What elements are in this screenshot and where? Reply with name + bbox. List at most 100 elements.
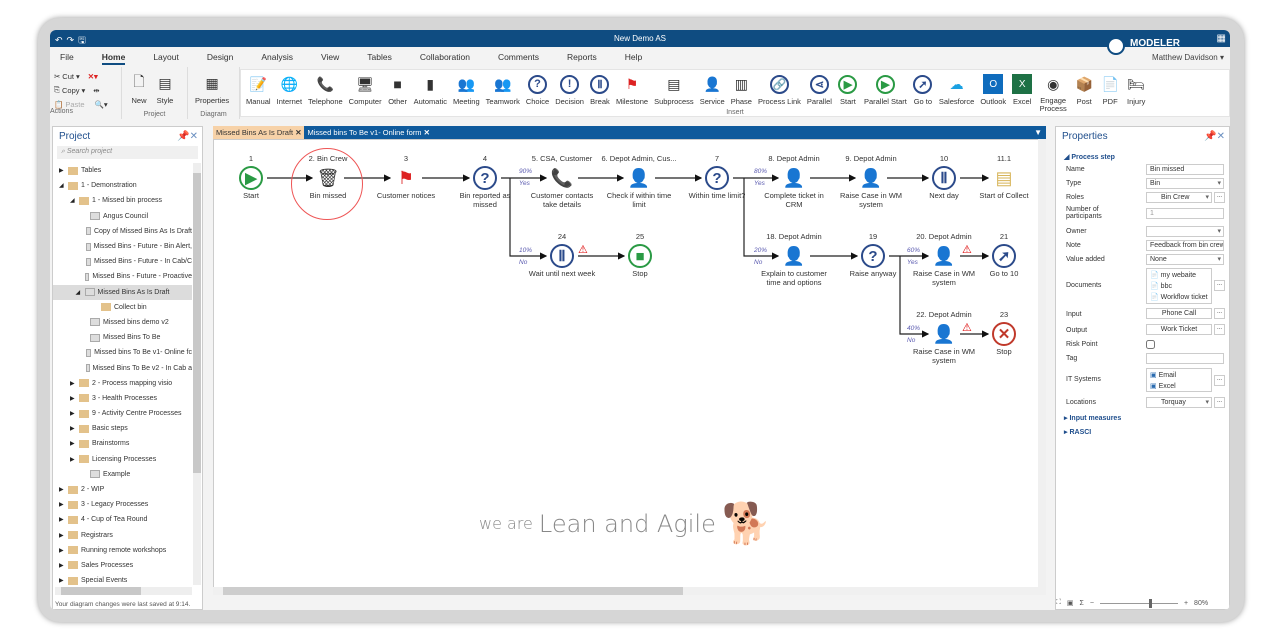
insert-milestone-button[interactable]: ⚑Milestone: [616, 70, 648, 107]
tree-item[interactable]: Collect bin: [53, 300, 192, 315]
process-step[interactable]: 6. Depot Admin, Cus...👤Check if within t…: [589, 154, 689, 209]
expand-arrow-icon[interactable]: ▶: [59, 578, 64, 585]
tree-item[interactable]: Missed bins demo v2: [53, 315, 192, 330]
menu-design[interactable]: Design: [206, 52, 234, 62]
paste-button[interactable]: 📋 Paste 🔍▾: [54, 99, 108, 109]
canvas-vertical-scrollbar[interactable]: [1038, 139, 1046, 587]
process-step[interactable]: 20. Depot Admin👤Raise Case in WM system: [894, 232, 994, 287]
insert-decision-button[interactable]: !Decision: [555, 70, 584, 106]
insert-telephone-button[interactable]: 📞Telephone: [308, 70, 343, 107]
tree-item[interactable]: ▶2 - Process mapping visio: [53, 376, 192, 391]
locations-select[interactable]: Torquay: [1146, 397, 1212, 408]
menu-layout[interactable]: Layout: [153, 52, 179, 62]
tree-item[interactable]: ◢Missed Bins As Is Draft: [53, 284, 192, 300]
menu-analysis[interactable]: Analysis: [261, 52, 293, 62]
menu-help[interactable]: Help: [624, 52, 643, 62]
expand-arrow-icon[interactable]: ▶: [59, 168, 64, 175]
process-step[interactable]: 7?Within time limit?: [667, 154, 767, 200]
delete-icon[interactable]: ✕▾: [87, 71, 98, 81]
tree-item[interactable]: ▶4 - Cup of Tea Round: [53, 512, 192, 527]
process-step[interactable]: 18. Depot Admin👤Explain to customer time…: [744, 232, 844, 287]
style-button[interactable]: ▤Style: [155, 69, 175, 106]
output-more-button[interactable]: ...: [1214, 324, 1225, 335]
insert-go-to-button[interactable]: ➚Go to: [913, 70, 933, 106]
insert-start-button[interactable]: ▶Start: [838, 70, 858, 106]
insert-manual-button[interactable]: 📝Manual: [246, 70, 271, 107]
tab-2[interactable]: Missed bins To Be v1- Online form ✕: [304, 126, 432, 139]
expand-arrow-icon[interactable]: ▶: [59, 502, 64, 509]
tree-item[interactable]: ▶9 - Activity Centre Processes: [53, 406, 192, 421]
pin-close-icons[interactable]: 📌✕: [177, 131, 198, 142]
insert-parallel-start-button[interactable]: ▶Parallel Start: [864, 70, 907, 106]
insert-internet-button[interactable]: 🌐Internet: [277, 70, 302, 107]
process-step[interactable]: 23✕Stop: [954, 310, 1045, 356]
process-step[interactable]: 2. Bin Crew🗑Bin missed: [278, 154, 378, 200]
expand-arrow-icon[interactable]: ▶: [70, 411, 75, 418]
owner-select[interactable]: [1146, 226, 1224, 237]
tree-item[interactable]: ▶Brainstorms: [53, 436, 192, 451]
new-button[interactable]: 🗋New: [129, 69, 149, 105]
insert-choice-button[interactable]: ?Choice: [526, 70, 549, 106]
section-input-measures[interactable]: ▸ Input measures: [1064, 415, 1122, 422]
name-field[interactable]: Bin missed: [1146, 164, 1224, 175]
properties-button[interactable]: ▦Properties: [195, 69, 229, 106]
insert-phase-button[interactable]: ▥Phase: [731, 70, 752, 107]
tree-horizontal-scrollbar[interactable]: [55, 587, 192, 595]
process-step[interactable]: 3⚑Customer notices: [356, 154, 456, 200]
locations-more-button[interactable]: ...: [1214, 397, 1225, 408]
insert-teamwork-button[interactable]: 👥Teamwork: [486, 70, 520, 107]
output-field[interactable]: Work Ticket: [1146, 324, 1212, 335]
process-step[interactable]: 21➚Go to 10: [954, 232, 1045, 278]
copy-button[interactable]: ⎘ Copy ▾ ⇹: [54, 85, 100, 95]
insert-parallel-button[interactable]: ⋖Parallel: [807, 70, 832, 106]
tree-item[interactable]: Copy of Missed Bins As Is Draft: [53, 224, 192, 239]
insert-other-button[interactable]: ■Other: [388, 70, 408, 106]
insert-computer-button[interactable]: 🖥Computer: [349, 70, 382, 107]
insert-post-button[interactable]: 📦Post: [1074, 70, 1094, 107]
insert-meeting-button[interactable]: 👥Meeting: [453, 70, 480, 107]
process-step[interactable]: 9. Depot Admin👤Raise Case in WM system: [821, 154, 921, 209]
expand-arrow-icon[interactable]: ▶: [59, 517, 64, 524]
roles-more-button[interactable]: ...: [1214, 192, 1225, 203]
documents-list[interactable]: 📄 my webaite📄 bbc📄 Workflow ticket: [1146, 268, 1212, 304]
expand-arrow-icon[interactable]: ▶: [70, 426, 75, 433]
zoom-slider[interactable]: [1099, 598, 1178, 608]
note-field[interactable]: Feedback from bin crew: [1146, 240, 1224, 251]
apps-grid-icon[interactable]: ▦: [1216, 33, 1226, 44]
section-process-step[interactable]: ◢ Process step: [1064, 154, 1115, 161]
menu-tables[interactable]: Tables: [367, 52, 392, 62]
zoom-in-button[interactable]: +: [1183, 599, 1189, 607]
close-tab-icon[interactable]: ✕: [421, 128, 430, 137]
cut-button[interactable]: ✂ Cut ▾ ✕▾: [54, 71, 98, 81]
tree-item[interactable]: ▶Licensing Processes: [53, 452, 192, 467]
menu-home[interactable]: Home: [101, 48, 126, 65]
pin-close-icons[interactable]: 📌✕: [1204, 131, 1225, 142]
expand-arrow-icon[interactable]: ▶: [70, 380, 75, 387]
tab-menu-icon[interactable]: ▼: [1034, 128, 1042, 137]
process-step[interactable]: 8. Depot Admin👤Complete ticket in CRM: [744, 154, 844, 209]
collapse-arrow-icon[interactable]: ◢: [70, 198, 75, 205]
expand-arrow-icon[interactable]: ▶: [70, 395, 75, 402]
overview-icon[interactable]: ▣: [1066, 600, 1074, 607]
process-step[interactable]: 5. CSA, Customer📞Customer contacts take …: [512, 154, 612, 209]
tree-item[interactable]: Missed Bins - Future - In Cab/C: [53, 254, 192, 269]
process-step[interactable]: 4?Bin reported as missed: [435, 154, 535, 209]
collapse-arrow-icon[interactable]: ◢: [59, 183, 64, 190]
expand-arrow-icon[interactable]: ▶: [59, 532, 64, 539]
process-step[interactable]: 1▶Start: [214, 154, 301, 200]
tree-item[interactable]: ▶2 - WIP: [53, 482, 192, 497]
tree-item[interactable]: ▶Sales Processes: [53, 558, 192, 573]
roles-select[interactable]: Bin Crew: [1146, 192, 1212, 203]
tree-item[interactable]: ▶3 - Health Processes: [53, 391, 192, 406]
quick-access-toolbar[interactable]: ↶↷🖫: [55, 35, 90, 45]
menu-file[interactable]: File: [60, 52, 74, 62]
sum-icon[interactable]: Σ: [1079, 599, 1084, 607]
menu-view[interactable]: View: [320, 52, 340, 62]
input-more-button[interactable]: ...: [1214, 308, 1225, 319]
insert-pdf-button[interactable]: 📄PDF: [1100, 70, 1120, 107]
zoom-out-button[interactable]: −: [1089, 599, 1094, 607]
